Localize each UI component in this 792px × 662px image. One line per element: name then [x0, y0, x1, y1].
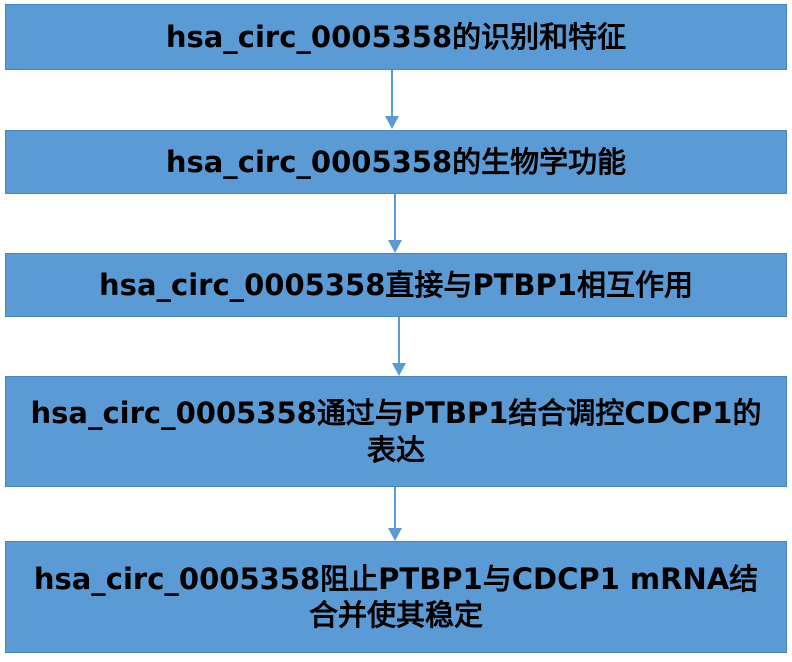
step-2-label: hsa_circ_0005358的生物学功能	[165, 144, 627, 179]
step-3-box: hsa_circ_0005358直接与PTBP1相互作用	[5, 253, 787, 317]
arrow-1-shaft	[391, 70, 393, 120]
step-2-box: hsa_circ_0005358的生物学功能	[5, 130, 787, 194]
arrow-3-head	[392, 363, 406, 376]
arrow-3-shaft	[398, 317, 400, 367]
arrow-4-shaft	[394, 487, 396, 531]
step-5-label: hsa_circ_0005358阻止PTBP1与CDCP1 mRNA结合并使其稳…	[33, 561, 759, 632]
step-4-label: hsa_circ_0005358通过与PTBP1结合调控CDCP1的表达	[30, 396, 762, 467]
arrow-2-shaft	[394, 194, 396, 244]
arrow-2-head	[388, 240, 402, 253]
step-1-label: hsa_circ_0005358的识别和特征	[165, 19, 627, 54]
step-1-box: hsa_circ_0005358的识别和特征	[5, 4, 787, 70]
step-3-label: hsa_circ_0005358直接与PTBP1相互作用	[99, 267, 693, 302]
arrow-1-head	[385, 116, 399, 129]
step-4-box: hsa_circ_0005358通过与PTBP1结合调控CDCP1的表达	[5, 376, 787, 487]
arrow-4-head	[388, 528, 402, 541]
step-5-box: hsa_circ_0005358阻止PTBP1与CDCP1 mRNA结合并使其稳…	[5, 541, 787, 653]
